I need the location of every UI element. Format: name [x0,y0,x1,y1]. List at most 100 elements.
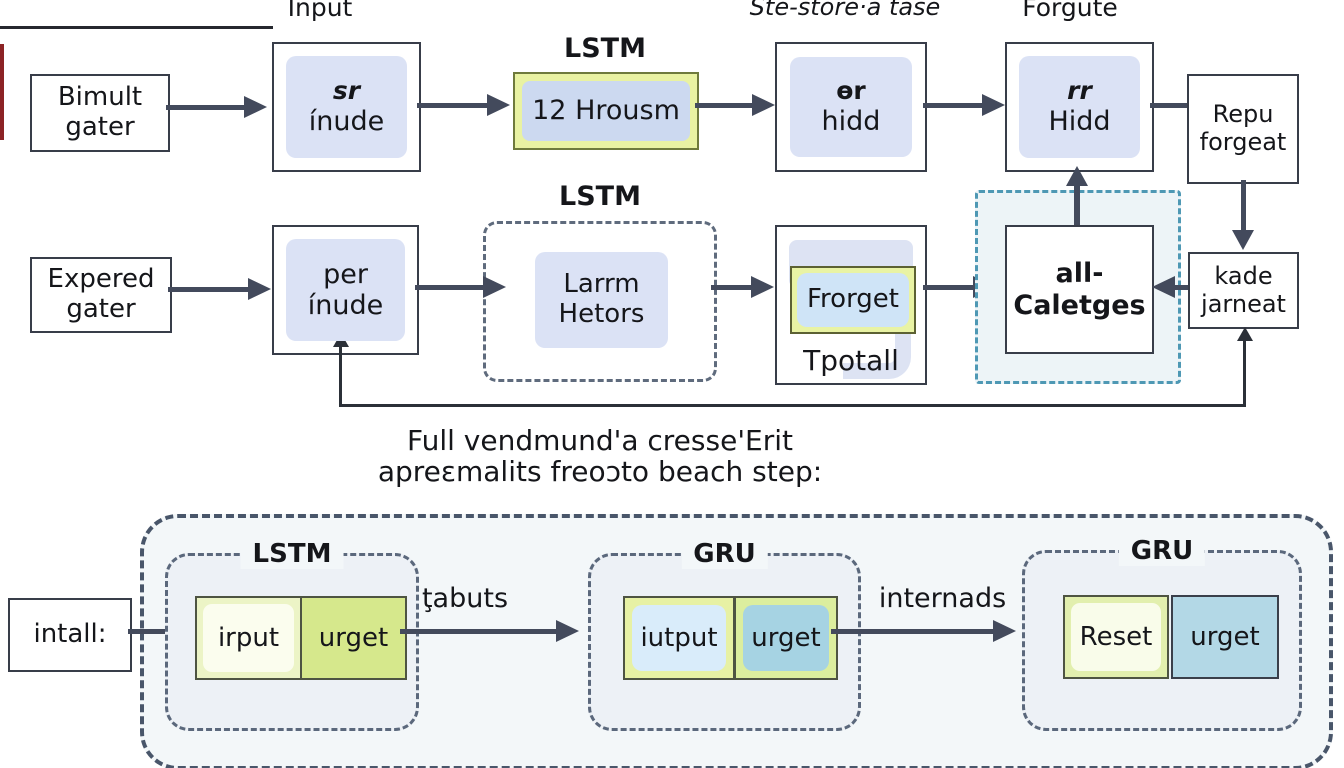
kade-jarneat-box: kade jarneat [1188,252,1299,329]
gru1-iutput-label: iutput [640,623,718,653]
arrow-sr-to-hrousm-head [487,94,510,116]
gru1-group: GRU iutput urget [588,539,861,731]
lstm-label-row1: LSTM [564,33,646,64]
arrow-er-to-rr-line [923,103,983,108]
rr-hidd-box: rr Hidd [1005,42,1154,172]
gru1-urget-fill [743,605,829,671]
bimult-line2: gater [65,112,135,142]
gru2-urget-box: urget [1171,595,1279,679]
connector-rr-to-repu [1150,103,1187,108]
er-sub: hidd [821,105,881,137]
lstm-irput-fill [203,604,294,672]
per-inude-fill [286,239,405,341]
arrow-intall-to-lstm-line [128,629,168,634]
arrow-kade-to-cell-head [1152,276,1175,298]
er-hidd-box: ɵr hidd [775,42,927,172]
lstm-label-row2: LSTM [559,181,641,212]
hrousm-box: 12 Hrousm [513,72,699,150]
repu-line2: forgeat [1199,128,1287,156]
lstm-urget-box: urget [300,596,407,680]
lstm-bottom-group: LSTM irput urget [165,539,419,731]
arrow-lstm-to-frorget-head [751,276,774,298]
rr-hidd-fill [1019,56,1140,158]
arrow-hrousm-to-er-head [752,94,775,116]
tpotall-caption: Tpotall [803,344,899,377]
gru1-label: GRU [681,539,768,569]
lstm-bottom-label: LSTM [240,539,344,569]
per-title: per [323,258,368,290]
arrow-frorget-to-cell-line [923,285,975,290]
arrow-bimult-to-sr-line [166,105,244,110]
frorget-gate: Frorget [790,266,916,334]
arrow-expered-to-per-line [168,287,248,292]
larrm-hetors-node: Larrm Hetors [535,252,668,348]
lstm-irput-label: irput [217,623,280,653]
frorget-gate-label: Frorget [806,284,899,315]
tabuts-label: ţabuts [421,583,509,614]
arrow-lstm-to-gru1-head [556,620,579,642]
repu-line1: Repu [1212,100,1274,129]
feedback-left-vline [339,347,342,404]
hrousm-text: 12 Hrousm [532,95,680,127]
cell-line2: Caletges [1013,289,1146,321]
arrow-per-to-lstm-line [415,285,483,290]
internads-label: internads [878,583,1007,614]
lstm-urget-label: urget [318,623,389,653]
red-edge-mark [0,44,4,140]
hrousm-fill [522,81,690,141]
feedback-up-into-kade-head [1237,327,1253,341]
arrow-bimult-to-sr-head [244,96,267,118]
sr-inude-box: sr ínude [272,42,421,172]
store-label: Ste-store·a tase [749,0,941,21]
gru2-reset-label: Reset [1079,622,1153,652]
larrm-line2: Hetors [558,299,645,329]
gru2-label: GRU [1118,536,1206,566]
kade-line1: kade [1214,261,1273,290]
figure-caption: Full vendmund'a cresse'Erit apreɛmalits … [295,424,905,488]
arrow-hrousm-to-er-line [695,103,753,108]
arrow-lstm-to-gru1-line [400,629,558,634]
arrow-repu-to-kade-head [1232,230,1254,250]
er-title: ɵr [836,76,866,106]
larrm-line1: Larrm [563,269,640,300]
figure-caption-line1: Full vendmund'a cresse'Erit [407,424,793,457]
arrow-per-to-lstm-head [483,276,506,298]
arrow-er-to-rr-head [982,94,1005,116]
arrow-expered-to-per-head [248,278,271,300]
intall-label: intall: [33,619,107,650]
sr-inude-fill [286,56,407,158]
gru2-reset-box: Reset [1063,595,1169,679]
feedback-hline [339,404,1246,407]
rr-sub: Hidd [1048,105,1111,137]
frorget-gate-fill [797,273,909,327]
bimult-line1: Bimult [57,82,143,113]
rr-title: rr [1067,76,1092,106]
input-label: Input [287,0,353,22]
gru1-urget-box: urget [734,596,838,680]
frorget-tpotall-box: Frorget Tpotall [775,225,927,385]
expered-line2: gater [66,294,136,324]
expered-gater-box: Expered gater [30,257,172,333]
gru1-urget-label: urget [751,623,821,653]
arrow-repu-to-kade-line [1241,180,1246,230]
intall-box: intall: [8,598,132,672]
bimult-gater-box: Bimult gater [30,74,170,152]
per-inude-box: per ínude [272,225,419,355]
arrow-cell-to-rr-head [1066,166,1088,186]
all-caletges-box: all- Caletges [1005,225,1154,354]
feedback-right-vline [1243,341,1246,405]
arrow-cell-to-rr-line [1074,184,1080,225]
arrow-lstm-to-frorget-line [711,285,753,290]
sr-title: sr [332,76,361,106]
sr-sub: ínude [308,105,385,137]
arrow-gru1-to-gru2-head [993,620,1016,642]
gru2-reset-fill [1071,603,1161,671]
arrow-kade-to-cell-line [1174,285,1188,290]
gru1-iutput-fill [632,605,726,671]
top-edge-line [0,26,273,29]
lstm-irput-box: irput [195,596,302,680]
expered-line1: Expered [47,264,155,295]
arrow-gru1-to-gru2-line [831,629,995,634]
cell-line1: all- [1055,258,1104,290]
